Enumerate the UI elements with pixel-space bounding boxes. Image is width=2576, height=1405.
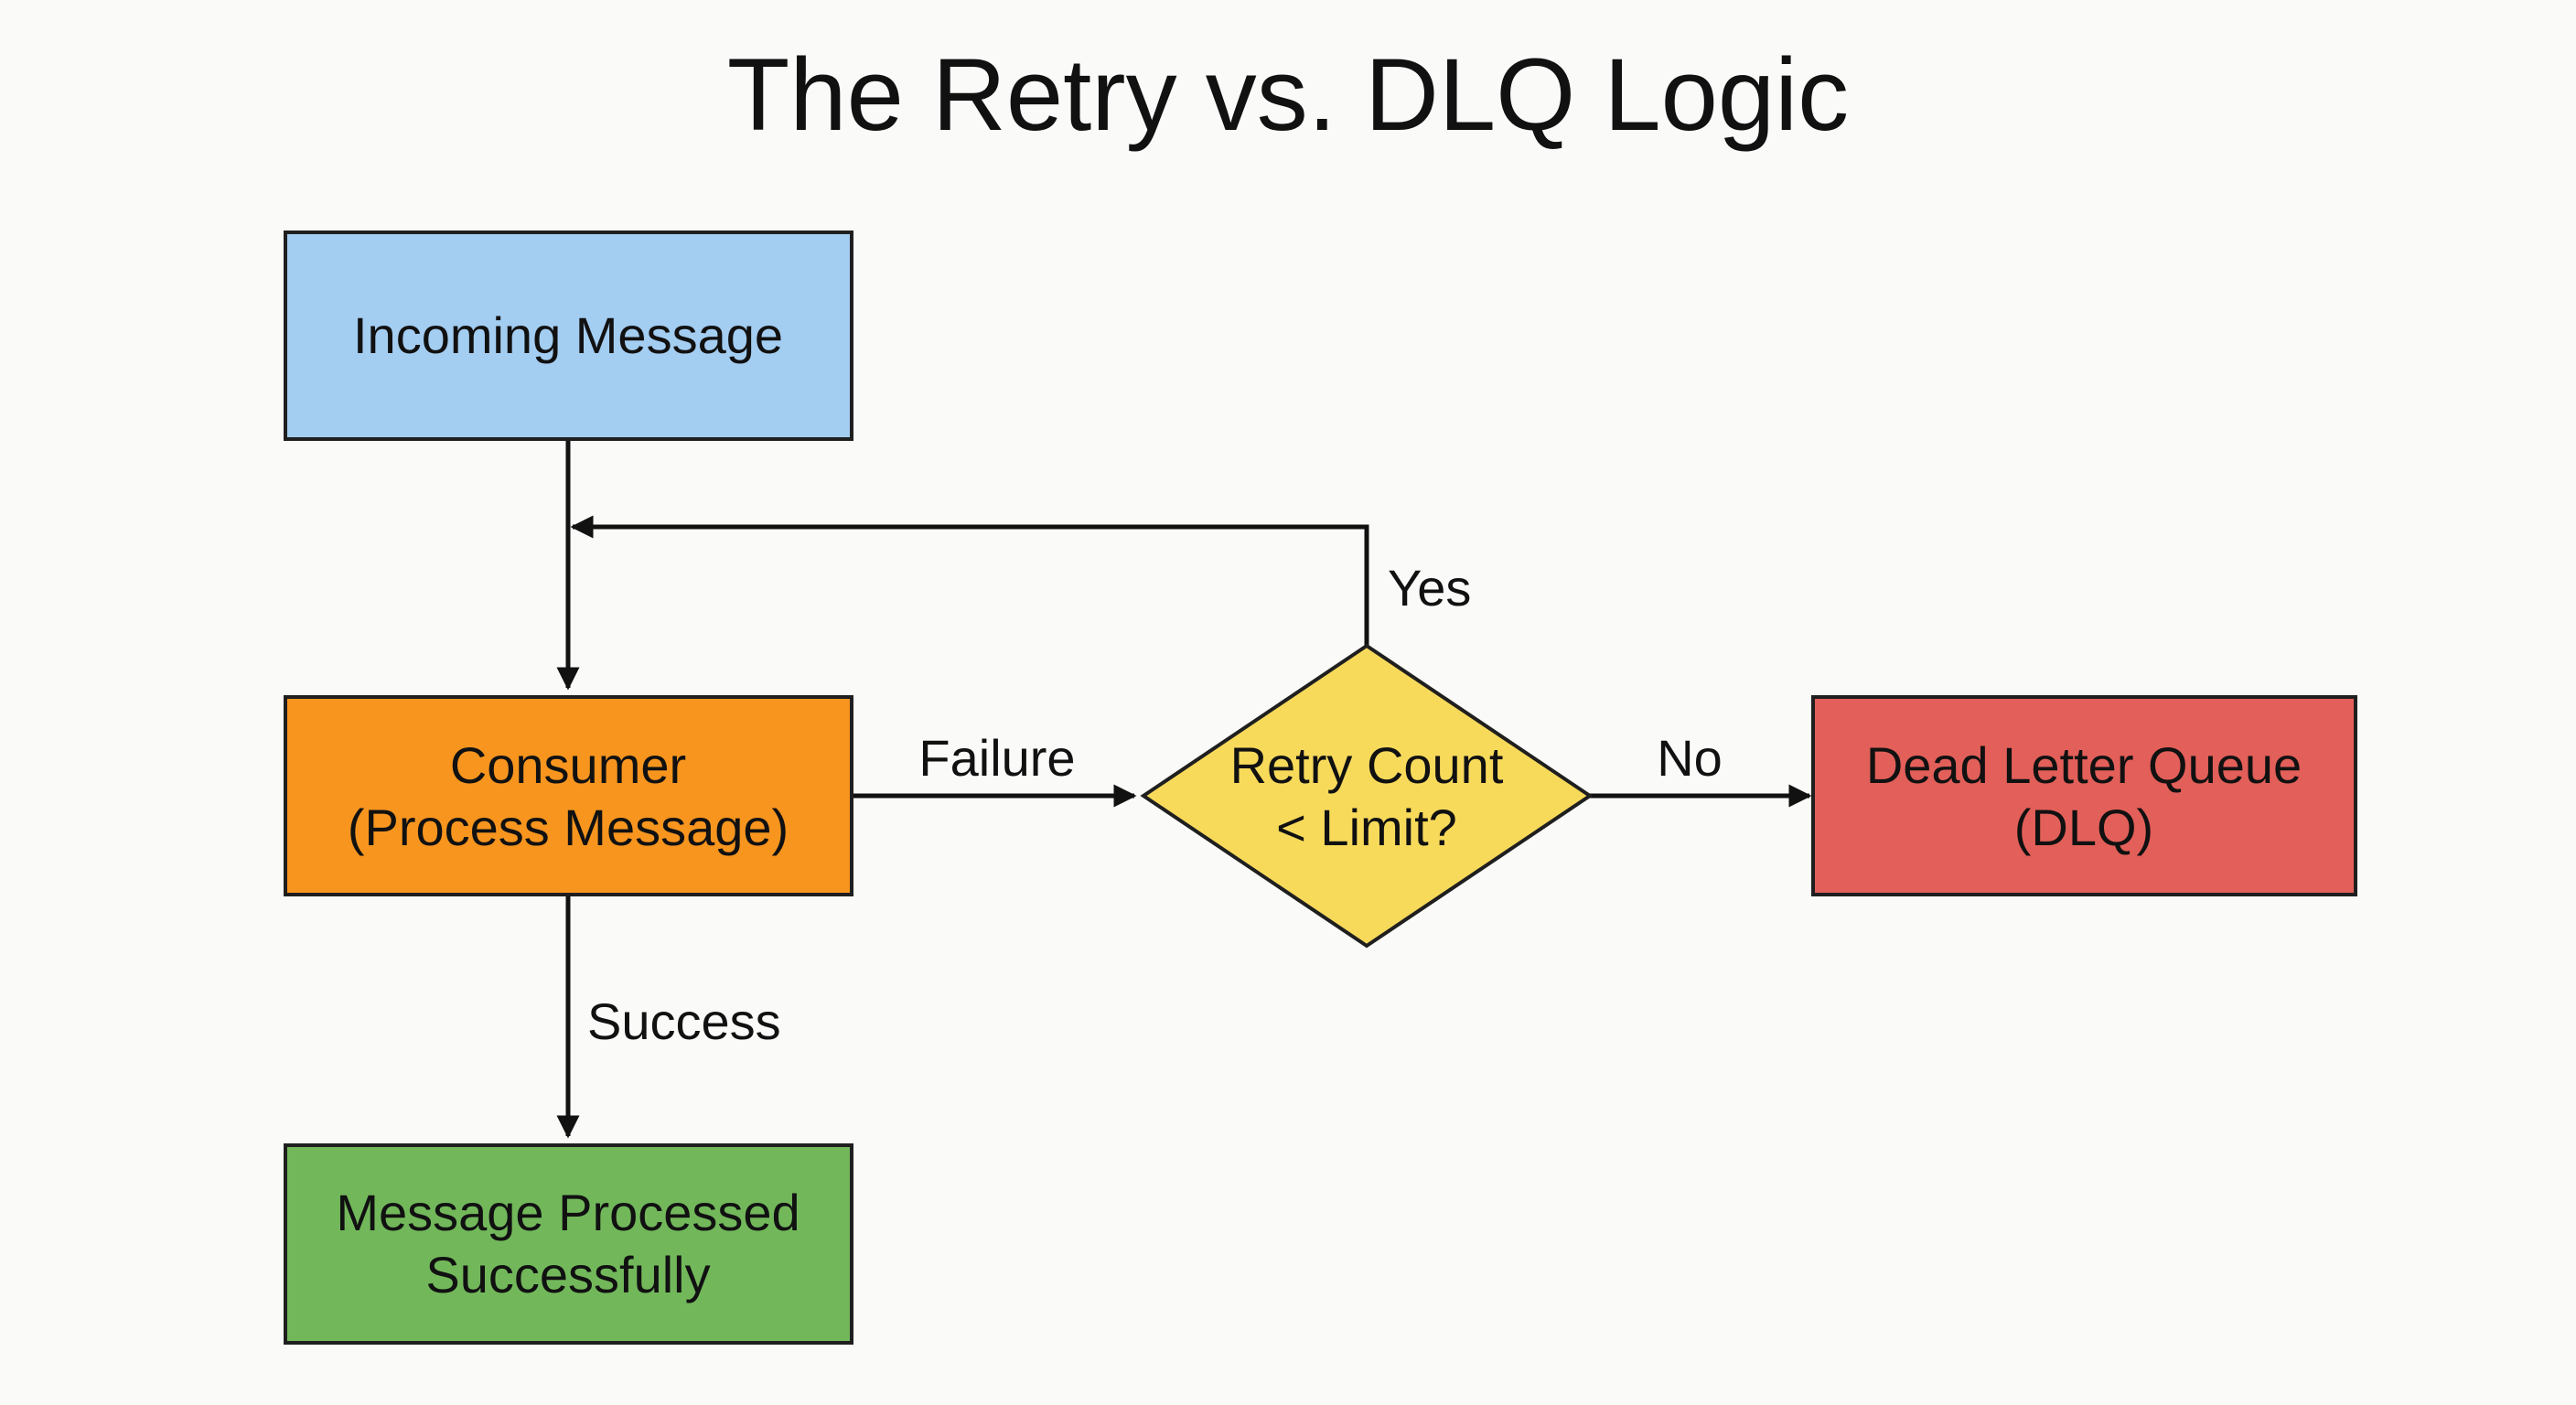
node-message-processed: Message Processed Successfully xyxy=(284,1143,853,1345)
node-success-box xyxy=(284,1143,853,1345)
node-dead-letter-queue: Dead Letter Queue (DLQ) xyxy=(1811,695,2357,896)
node-success-label-line1: Message Processed xyxy=(336,1184,800,1241)
edge-decision-retry-loop xyxy=(570,515,1369,646)
node-incoming-label: Incoming Message xyxy=(353,306,783,364)
node-consumer-label-line1: Consumer xyxy=(450,736,686,794)
edge-label-success: Success xyxy=(587,992,781,1050)
node-retry-decision: Retry Count < Limit? xyxy=(1140,643,1594,949)
node-dlq-label-line1: Dead Letter Queue xyxy=(1866,736,2302,794)
node-consumer: Consumer (Process Message) xyxy=(284,695,853,896)
node-decision-label-line2: < Limit? xyxy=(1276,799,1457,856)
node-success-label-line2: Successfully xyxy=(425,1246,710,1303)
node-decision-label-line1: Retry Count xyxy=(1230,736,1504,794)
node-consumer-label-line2: (Process Message) xyxy=(348,799,789,856)
node-incoming-message: Incoming Message xyxy=(284,231,853,441)
node-consumer-box xyxy=(284,695,853,896)
diagram-title: The Retry vs. DLQ Logic xyxy=(727,38,1849,152)
edge-label-yes: Yes xyxy=(1388,559,1471,617)
node-decision-diamond xyxy=(1140,643,1594,949)
node-incoming-box xyxy=(284,231,853,441)
edge-label-failure: Failure xyxy=(918,729,1075,787)
node-dlq-box xyxy=(1811,695,2357,896)
edge-label-no: No xyxy=(1657,729,1723,787)
node-dlq-label-line2: (DLQ) xyxy=(2014,799,2153,856)
